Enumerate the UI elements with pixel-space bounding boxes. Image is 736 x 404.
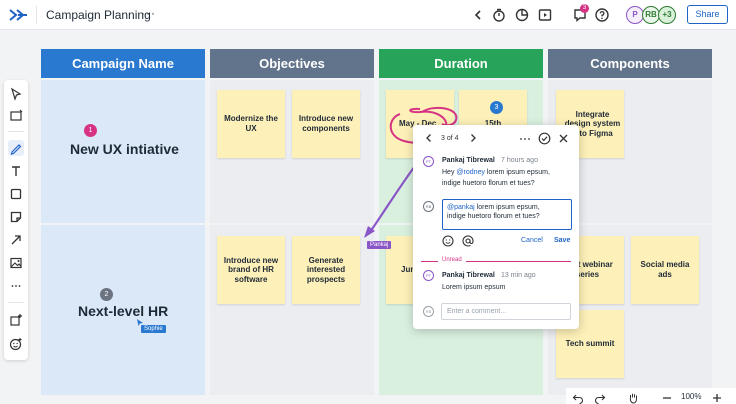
collaborator-name-tag: Pankaj xyxy=(367,241,392,249)
zoom-in-icon[interactable] xyxy=(711,392,723,404)
toolbar-divider xyxy=(8,302,24,303)
avatar[interactable]: P xyxy=(626,6,644,24)
row-number-badge: 2 xyxy=(100,288,113,301)
reply-text: indige huetoro florum et tues? xyxy=(447,213,540,221)
comment-input[interactable]: Enter a comment... xyxy=(441,303,571,320)
sticky-note-icon[interactable] xyxy=(8,209,24,225)
sticky-note[interactable]: Modernize the UX xyxy=(217,90,285,158)
present-icon[interactable] xyxy=(537,7,553,23)
cancel-button[interactable]: Cancel xyxy=(521,237,543,244)
reply-text: lorem ipsum epsum, xyxy=(474,204,540,211)
cell-campaign-row2 xyxy=(41,225,205,395)
comment-author: Pankaj Tibrewal xyxy=(442,272,495,279)
frame-icon[interactable] xyxy=(8,108,24,124)
sticky-note[interactable]: Introduce new brand of HR software xyxy=(217,236,285,304)
unread-divider xyxy=(421,261,571,262)
hand-pan-icon[interactable] xyxy=(627,392,639,404)
sticky-note[interactable]: Generate interested prospects xyxy=(292,236,360,304)
save-button[interactable]: Save xyxy=(554,237,571,244)
top-bar: Campaign Planning ··· 3 P RB +3 Share xyxy=(0,0,736,30)
emoji-icon[interactable] xyxy=(442,235,454,247)
board-title[interactable]: Campaign Planning xyxy=(46,8,151,22)
toolbar-divider xyxy=(8,131,24,132)
comment-counter: 3 of 4 xyxy=(441,135,459,142)
comment-author: Pankaj Tibrewal xyxy=(442,157,495,164)
row-number-badge: 1 xyxy=(84,124,97,137)
comment-time: 7 hours ago xyxy=(501,157,538,164)
avatar: PT xyxy=(423,270,434,281)
column-header-components[interactable]: Components xyxy=(548,49,712,78)
arrow-icon[interactable] xyxy=(8,232,24,248)
previous-comment-icon[interactable] xyxy=(424,133,434,143)
unread-label: Unread xyxy=(438,257,466,263)
collaborator-name-tag: Sophie xyxy=(141,325,166,333)
board-menu-button[interactable]: ··· xyxy=(141,6,156,20)
row-title-next-level-hr[interactable]: Next-level HR xyxy=(78,303,169,319)
comment-text: Lorem ipsum epsum xyxy=(442,284,506,291)
reply-textarea[interactable]: @pankaj lorem ipsum epsum, indige huetor… xyxy=(442,199,572,230)
redo-icon[interactable] xyxy=(594,392,606,404)
cell-campaign-row1 xyxy=(41,80,205,223)
resolve-check-icon[interactable] xyxy=(538,132,551,145)
avatar: RB xyxy=(423,201,434,212)
text-icon[interactable] xyxy=(8,163,24,179)
reaction-icon[interactable] xyxy=(8,336,24,352)
avatar: RB xyxy=(423,306,434,317)
image-icon[interactable] xyxy=(8,255,24,271)
sticky-note[interactable]: Social media ads xyxy=(631,236,699,304)
bottom-bar xyxy=(566,388,736,404)
topbar-divider xyxy=(36,6,37,24)
pointer-icon[interactable] xyxy=(8,86,24,102)
comment-text: Hey xyxy=(442,169,457,176)
notification-badge: 3 xyxy=(580,4,589,13)
undo-icon[interactable] xyxy=(572,392,584,404)
avatar: PT xyxy=(423,156,434,167)
mention-icon[interactable] xyxy=(462,235,474,247)
zoom-level[interactable]: 100% xyxy=(681,392,702,401)
collaborator-cursor-icon xyxy=(137,319,143,326)
share-button[interactable]: Share xyxy=(687,5,728,24)
shape-icon[interactable] xyxy=(8,186,24,202)
collapse-chevron-icon[interactable] xyxy=(470,7,486,23)
help-icon[interactable] xyxy=(594,7,610,23)
reply-line: @pankaj lorem ipsum epsum, xyxy=(447,203,567,212)
next-comment-icon[interactable] xyxy=(468,133,478,143)
more-options-icon[interactable] xyxy=(519,135,531,143)
avatar-overflow[interactable]: +3 xyxy=(658,6,676,24)
sticky-note[interactable]: Integrate design system into Figma xyxy=(556,90,624,158)
comment-body: Hey @rodney lorem ipsum epsum, xyxy=(442,169,550,176)
comment-time: 13 min ago xyxy=(501,272,536,279)
mention-link[interactable]: @rodney xyxy=(456,169,485,176)
column-header-duration[interactable]: Duration xyxy=(379,49,543,78)
more-icon[interactable] xyxy=(8,278,24,294)
pie-chart-icon[interactable] xyxy=(514,7,530,23)
comment-panel xyxy=(413,125,579,329)
mention-link[interactable]: @pankaj xyxy=(447,204,475,211)
close-icon[interactable] xyxy=(558,133,569,144)
sticky-note[interactable]: Introduce new components xyxy=(292,90,360,158)
left-toolbar xyxy=(4,80,28,360)
zoom-out-icon[interactable] xyxy=(661,392,673,404)
timer-icon[interactable] xyxy=(491,7,507,23)
row-title-new-ux[interactable]: New UX intiative xyxy=(70,141,179,157)
column-header-objectives[interactable]: Objectives xyxy=(210,49,374,78)
pen-icon[interactable] xyxy=(8,140,24,156)
add-widget-icon[interactable] xyxy=(8,312,24,328)
comment-text: indige huetoro florum et tues? xyxy=(442,180,535,187)
duration-number-badge: 3 xyxy=(490,101,503,114)
comment-text: lorem ipsum epsum, xyxy=(484,169,550,176)
column-header-campaign-name[interactable]: Campaign Name xyxy=(41,49,205,78)
app-logo-icon[interactable] xyxy=(8,7,28,23)
